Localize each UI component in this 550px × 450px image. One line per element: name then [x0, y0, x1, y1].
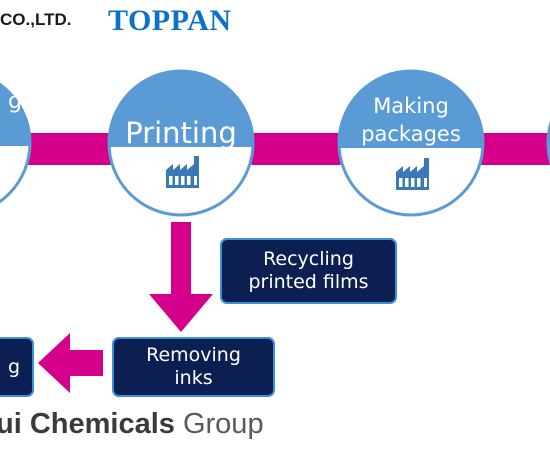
- arrow-down: [149, 222, 213, 332]
- company-name-text: CO.,LTD.: [0, 10, 72, 29]
- arrow-left: [38, 333, 103, 393]
- group-name-bold: ui Chemicals: [0, 408, 175, 440]
- recycling-printed-films-box: Recycling printed films: [220, 238, 397, 304]
- group-suffix: Group: [182, 408, 264, 440]
- step-label-partial: g: [8, 89, 22, 114]
- process-step-making-packages: Making packages: [337, 69, 485, 217]
- step-label-printing: Printing: [125, 116, 237, 150]
- toppan-logo: TOPPAN: [108, 4, 232, 37]
- process-step-printing: Printing: [107, 69, 255, 217]
- removing-inks-box: Removing inks: [112, 337, 275, 397]
- step-label-making: Making: [373, 94, 449, 118]
- partial-left-box: g: [0, 337, 34, 397]
- step-label-packages: packages: [361, 122, 461, 146]
- group-logo-text: ui Chemicals Group: [0, 408, 264, 441]
